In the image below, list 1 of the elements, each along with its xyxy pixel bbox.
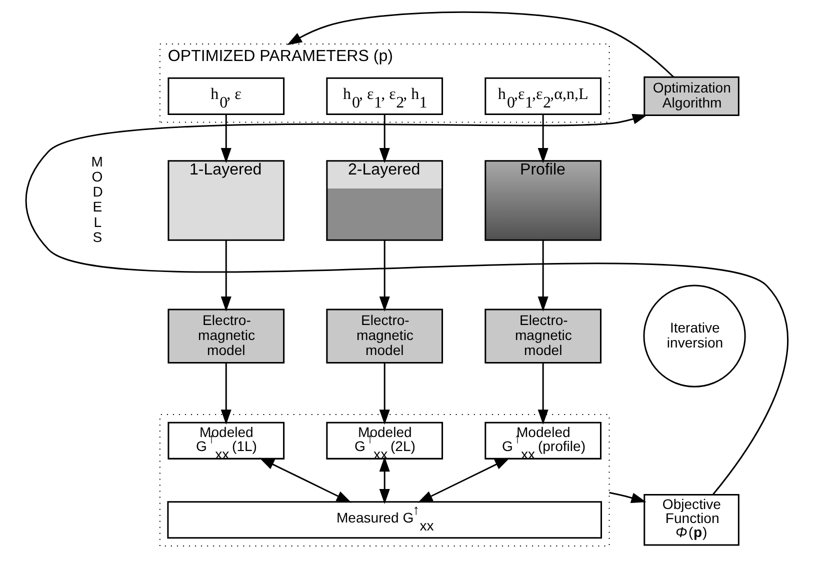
label: MODELS <box>90 154 102 245</box>
